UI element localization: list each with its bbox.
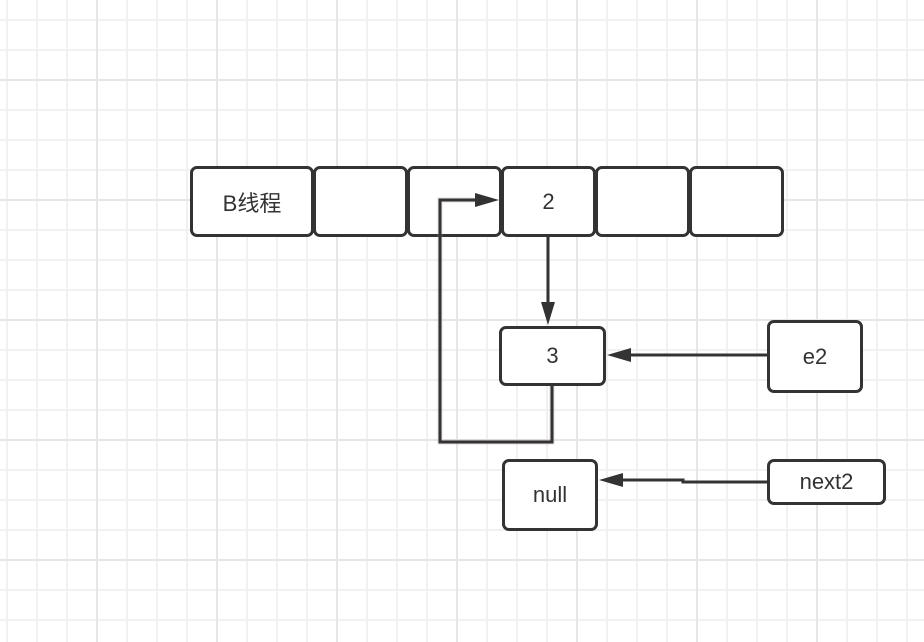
node-e2[interactable]: e2 — [767, 320, 863, 393]
arrowhead-down-icon — [541, 302, 555, 325]
array-cell-thread-b[interactable]: B线程 — [190, 166, 314, 237]
edge-next2-to-null[interactable] — [599, 473, 767, 487]
array-cell-2[interactable]: 2 — [501, 166, 596, 237]
edge-2-to-3[interactable] — [541, 237, 555, 325]
edge-e2-to-3[interactable] — [607, 348, 767, 362]
array-cell-empty[interactable] — [689, 166, 784, 237]
array-cell-label: 2 — [542, 188, 555, 214]
node-label: null — [532, 482, 568, 507]
arrowhead-left-icon — [607, 348, 631, 362]
arrowhead-left-icon — [599, 473, 623, 487]
node-null[interactable]: null — [502, 459, 598, 531]
node-next2[interactable]: next2 — [767, 459, 886, 505]
node-3[interactable]: 3 — [499, 326, 606, 386]
node-label: 3 — [546, 343, 559, 368]
array-cell-label: B线程 — [222, 190, 282, 216]
array-cell-empty[interactable] — [595, 166, 690, 237]
node-label: e2 — [802, 343, 828, 369]
array-cell-empty[interactable] — [313, 166, 408, 237]
node-label: next2 — [799, 469, 854, 494]
